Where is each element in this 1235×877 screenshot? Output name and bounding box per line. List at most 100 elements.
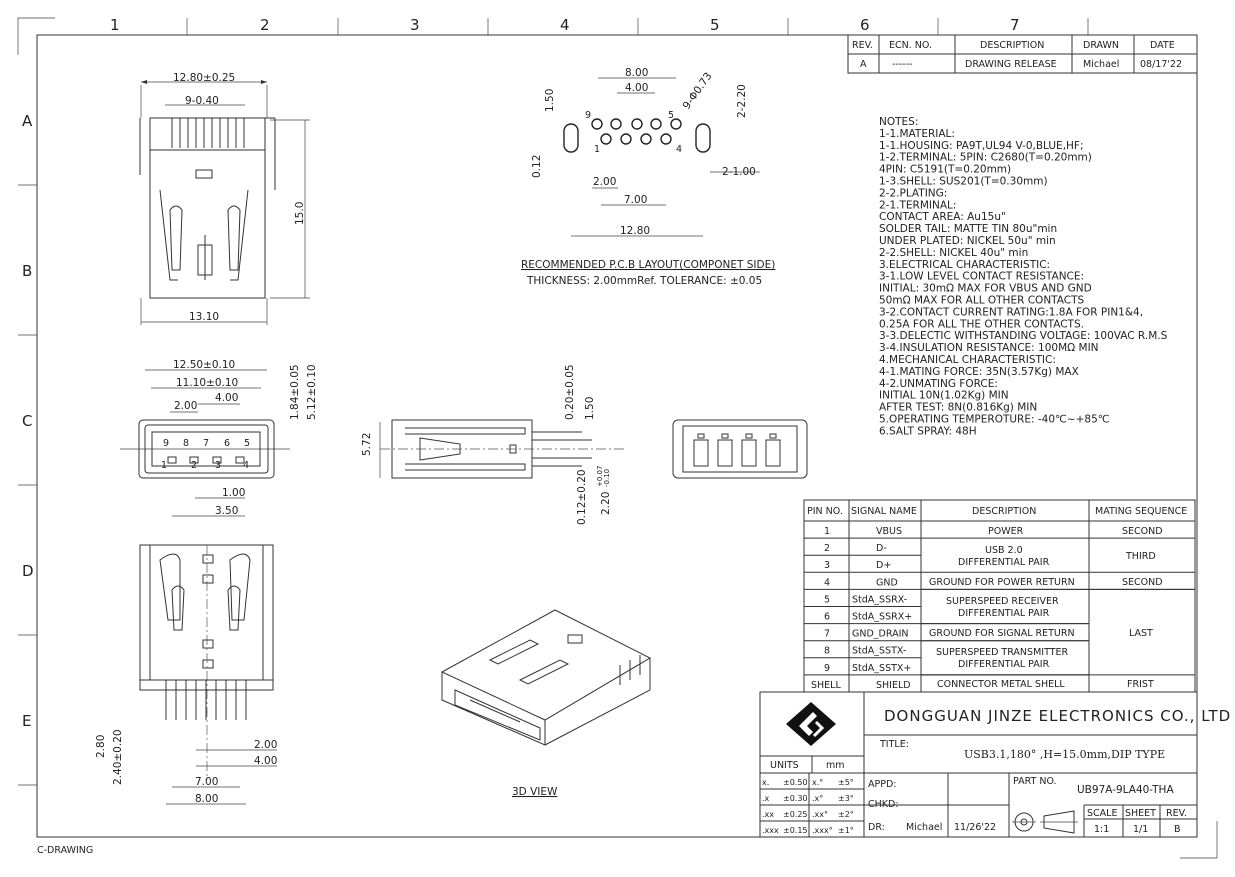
dim-label: 5.72: [361, 433, 373, 456]
tolerance-cell: ±3°: [838, 794, 854, 803]
row-label: E: [22, 712, 32, 730]
note-line: INITIAL 10N(1.02Kg) MIN: [879, 390, 1009, 402]
rev-value: A: [860, 59, 867, 70]
title-block: DONGGUAN JINZE ELECTRONICS CO., LTD TITL…: [759, 691, 1231, 838]
note-line: 3-1.LOW LEVEL CONTACT RESISTANCE:: [879, 271, 1084, 283]
note-line: 4-2.UNMATING FORCE:: [879, 378, 998, 390]
dim-tolerance: +0.07: [596, 466, 604, 487]
dim-label: 4.00: [254, 755, 277, 767]
company-name: DONGGUAN JINZE ELECTRONICS CO., LTD: [884, 707, 1231, 725]
pin-desc: DIFFERENTIAL PAIR: [958, 608, 1050, 619]
dim-label: 0.20±0.05: [564, 364, 576, 420]
top-view: 12.80±0.25 9-0.40 15.0 13.10: [139, 72, 310, 325]
pin-desc: POWER: [988, 526, 1024, 537]
pin-no-header: PIN NO.: [807, 506, 843, 517]
pin-signal: SHIELD: [876, 680, 911, 691]
tolerance-cell: .xx: [762, 810, 774, 819]
dim-label: 12.80±0.25: [173, 72, 235, 84]
column-label: 6: [860, 16, 871, 34]
scale-value: 1:1: [1094, 824, 1109, 835]
note-line: 4PIN: C5191(T=0.20mm): [879, 164, 1011, 176]
ecn-value: ------: [892, 59, 913, 70]
pin-number: 6: [824, 612, 830, 623]
pin-signal: StdA_SSTX+: [852, 663, 911, 674]
pin-desc: DIFFERENTIAL PAIR: [958, 659, 1050, 670]
pin-desc: DIFFERENTIAL PAIR: [958, 557, 1050, 568]
pin-signal: StdA_SSRX+: [852, 612, 912, 623]
notes-block: NOTES:1-1.MATERIAL: 1-1.HOUSING: PA9T,UL…: [879, 116, 1168, 437]
dim-label: 12.80: [620, 225, 650, 237]
description-header: DESCRIPTION: [980, 40, 1044, 51]
tolerance-cell: ±0.30: [783, 794, 808, 803]
dim-label: 4.00: [625, 82, 648, 94]
note-line: 5.OPERATING TEMPEROTURE: -40℃~+85℃: [879, 414, 1110, 426]
dr-name: Michael: [906, 822, 942, 833]
column-label: 7: [1010, 16, 1021, 34]
dim-label: 1.50: [584, 397, 596, 420]
row-label: C: [22, 412, 33, 430]
dim-tolerance: -0.10: [603, 469, 611, 487]
side-view: 5.72 0.20±0.05 1.50 0.12±0.20 2.20 +0.07…: [361, 364, 625, 525]
drawing-title: USB3.1,180° ,H=15.0mm,DIP TYPE: [964, 748, 1165, 761]
dim-label: 5.12±0.10: [306, 364, 318, 420]
dim-label: 1.84±0.05: [289, 364, 301, 420]
pin-label: 2: [191, 460, 197, 471]
dim-label: 2-2.20: [736, 84, 748, 118]
pin-desc: GROUND FOR POWER RETURN: [929, 577, 1075, 588]
pin-label: 4: [676, 144, 682, 155]
note-line: 1-3.SHELL: SUS201(T=0.30mm): [879, 176, 1048, 188]
dim-label: 9-0.40: [185, 95, 219, 107]
tolerance-cell: .x°: [812, 794, 823, 803]
sheet-label: SHEET: [1125, 808, 1156, 819]
note-line: 4-1.MATING FORCE: 35N(3.57Kg) MAX: [879, 366, 1079, 378]
row-label: D: [22, 562, 35, 580]
pin-signal: StdA_SSTX-: [852, 646, 906, 657]
pin-signal: StdA_SSRX-: [852, 594, 907, 605]
description-header: DESCRIPTION: [972, 506, 1036, 517]
pcb-layout-title: RECOMMENDED P.C.B LAYOUT(COMPONET SIDE): [521, 259, 775, 271]
pin-desc: SUPERSPEED TRANSMITTER: [936, 647, 1069, 658]
pin-desc: SUPERSPEED RECEIVER: [946, 596, 1059, 607]
note-line: 1-2.TERMINAL: 5PIN: C2680(T=0.20mm): [879, 152, 1092, 164]
note-line: 4.MECHANICAL CHARACTERISTIC:: [879, 354, 1056, 366]
units-value: mm: [826, 760, 845, 771]
dim-label: 7.00: [195, 776, 218, 788]
pin-signal: GND: [876, 577, 898, 588]
scale-label: SCALE: [1087, 808, 1117, 819]
tolerance-cell: x.°: [812, 778, 823, 787]
dim-label: 9-Φ0.73: [681, 70, 715, 111]
signal-header: SIGNAL NAME: [851, 506, 917, 517]
3d-view-label: 3D VIEW: [512, 786, 558, 798]
tolerance-cell: x.: [762, 778, 769, 787]
date-header: DATE: [1150, 40, 1175, 51]
bottom-view: 2.80 2.40±0.20 2.00 4.00 7.00 8.00: [95, 544, 277, 805]
pin-desc: GROUND FOR SIGNAL RETURN: [929, 628, 1075, 639]
note-line: UNDER PLATED: NICKEL 50u" min: [879, 235, 1056, 247]
company-logo: [786, 702, 836, 746]
dim-label: 2.00: [254, 739, 277, 751]
dim-label: 2.20: [600, 492, 612, 515]
projection-symbol: [1012, 810, 1078, 834]
pcb-layout-view: 8.00 4.00 1.50 0.12 9-Φ0.73 2-2.20 9 1 5…: [521, 67, 775, 287]
dim-label: 0.12: [531, 155, 543, 178]
note-line: 0.25A FOR ALL THE OTHER CONTACTS.: [879, 318, 1084, 330]
tolerance-cell: ±0.50: [783, 778, 808, 787]
tolerance-cell: ±2°: [838, 810, 854, 819]
tolerance-cell: .x: [762, 794, 770, 803]
pin-mating: THIRD: [1125, 551, 1156, 562]
dim-label: 2-1.00: [722, 166, 756, 178]
drawing-border: [36, 34, 1198, 838]
dr-label: DR:: [868, 822, 885, 833]
tolerance-cell: .xxx: [762, 826, 779, 835]
row-label: B: [22, 262, 33, 280]
dim-label: 1.00: [222, 487, 245, 499]
part-no-label: PART NO.: [1013, 776, 1057, 787]
rear-view: [672, 419, 808, 479]
pin-number: 7: [824, 629, 830, 640]
footer-label: C-DRAWING: [37, 845, 93, 856]
note-line: CONTACT AREA: Au15u": [879, 211, 1006, 223]
tolerance-cell: .xxx°: [812, 826, 833, 835]
note-line: 1-1.MATERIAL:: [879, 128, 955, 140]
appd-label: APPD:: [868, 779, 896, 790]
